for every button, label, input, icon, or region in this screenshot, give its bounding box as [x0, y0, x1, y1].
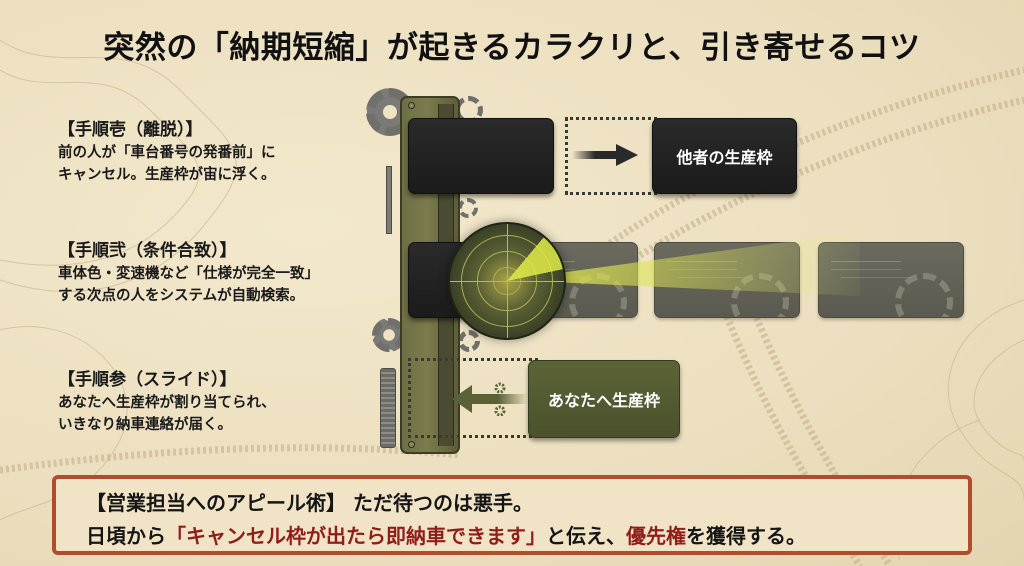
tip-highlight-phrase: 「キャンセル枠が出たら即納車できます」	[166, 524, 546, 548]
tip-line-2-middle: と伝え、	[546, 524, 626, 548]
candidate-slot	[818, 242, 964, 318]
your-slot-label: あなたへ生産枠	[547, 391, 660, 410]
screw-icon	[408, 102, 415, 109]
empty-slot-outline	[565, 117, 657, 195]
step-2-line-2: する次点の人をシステムが自動検索。	[58, 288, 305, 304]
bolt-rod-icon	[386, 166, 392, 234]
step-2-line-1: 車体色・変速機など「仕様が完全一致」	[58, 266, 319, 282]
tip-line-2-suffix: を獲得する。	[686, 524, 806, 548]
tip-highlight-priority: 優先権	[626, 524, 686, 548]
candidate-slot	[654, 242, 800, 318]
arrow-left-icon	[452, 382, 528, 416]
step-2-heading: 【手順弐（条件合致）】	[58, 241, 237, 261]
screw-icon	[408, 441, 415, 448]
your-production-slot: あなたへ生産枠	[528, 360, 680, 438]
step-3-description: 【手順参（スライド）】 あなたへ生産枠が割り当てられ、 いきなり納車連絡が届く。	[58, 368, 378, 436]
step-3-line-2: いきなり納車連絡が届く。	[58, 417, 232, 433]
tip-line-2: 日頃から「キャンセル枠が出たら即納車できます」と伝え、優先権を獲得する。	[86, 520, 968, 553]
vacated-slot-block	[408, 118, 554, 194]
gear-icon	[458, 330, 480, 352]
others-slot-label: 他者の生産枠	[676, 148, 773, 167]
page-title: 突然の「納期短縮」が起きるカラクリと、引き寄せるコツ	[103, 30, 921, 66]
threaded-bolt-icon	[380, 368, 396, 448]
step-2-description: 【手順弐（条件合致）】 車体色・変速機など「仕様が完全一致」 する次点の人をシス…	[58, 239, 378, 307]
step-1-description: 【手順壱（離脱）】 前の人が「車台番号の発番前」に キャンセル。生産枠が宙に浮く…	[58, 118, 378, 186]
tip-line-2-prefix: 日頃から	[86, 524, 166, 548]
arrow-right-icon	[572, 144, 638, 166]
step-1-line-1: 前の人が「車台番号の発番前」に	[58, 145, 276, 161]
radar-scanner-icon	[448, 222, 566, 340]
step-1-line-2: キャンセル。生産枠が宙に浮く。	[58, 167, 276, 183]
sales-tip-box: 【営業担当へのアピール術】 ただ待つのは悪手。 日頃から「キャンセル枠が出たら即…	[52, 475, 972, 555]
radar-sweep	[450, 224, 564, 338]
others-production-slot: 他者の生産枠	[652, 118, 797, 194]
step-3-heading: 【手順参（スライド）】	[58, 370, 237, 390]
gear-icon	[458, 198, 478, 218]
tip-line-1: 【営業担当へのアピール術】 ただ待つのは悪手。	[86, 491, 533, 515]
step-1-heading: 【手順壱（離脱）】	[58, 120, 203, 140]
step-3-line-1: あなたへ生産枠が割り当てられ、	[58, 395, 276, 411]
empty-slot-outline	[408, 358, 538, 438]
